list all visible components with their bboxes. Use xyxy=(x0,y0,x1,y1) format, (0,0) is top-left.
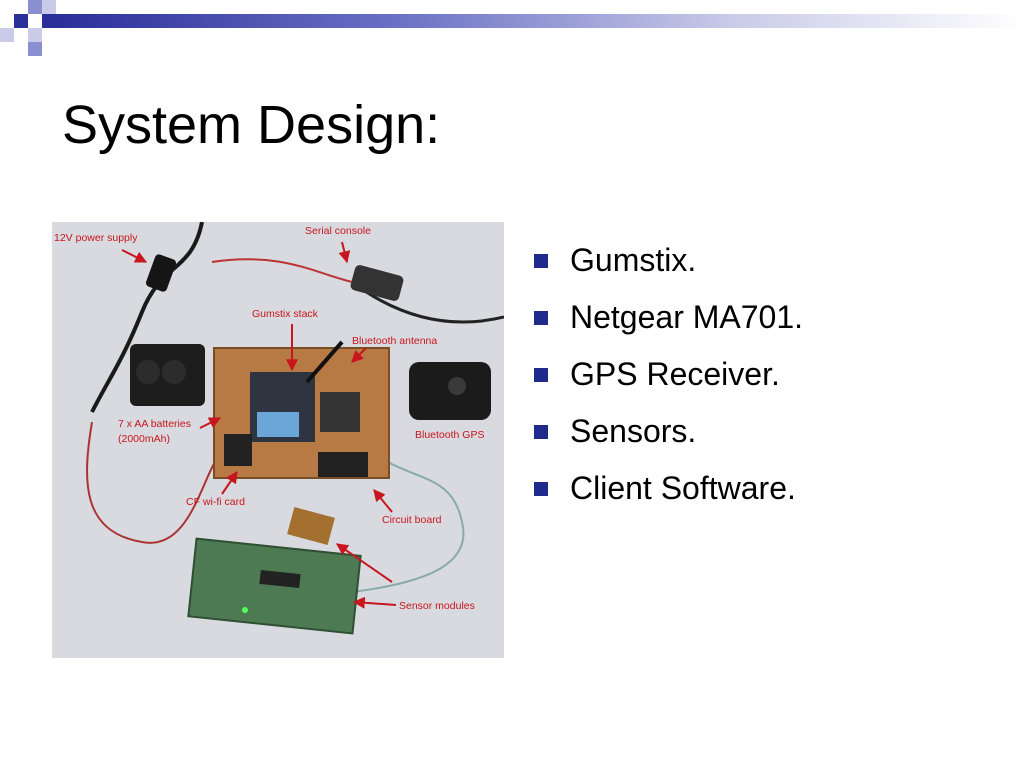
bullet-text: Gumstix. xyxy=(570,242,697,278)
deco-square xyxy=(28,0,42,14)
hardware-photo: 12V power supply Serial console Gumstix … xyxy=(52,222,504,658)
label-bluetooth-gps: Bluetooth GPS xyxy=(415,429,484,441)
deco-square xyxy=(42,14,56,28)
label-batteries-line2: (2000mAh) xyxy=(118,433,170,445)
bullet-item: Sensors. xyxy=(534,403,803,460)
label-circuit-board: Circuit board xyxy=(382,514,442,526)
bullet-item: Netgear MA701. xyxy=(534,289,803,346)
bullet-text: Client Software. xyxy=(570,470,796,506)
deco-square xyxy=(28,42,42,56)
label-cf-wifi-card: CF wi-fi card xyxy=(186,496,245,508)
deco-square xyxy=(0,0,14,14)
bullet-item: Gumstix. xyxy=(534,232,803,289)
square-bullet-icon xyxy=(534,253,548,268)
bullet-list: Gumstix. Netgear MA701. GPS Receiver. Se… xyxy=(534,232,803,517)
deco-square xyxy=(28,28,42,42)
square-bullet-icon xyxy=(534,424,548,439)
deco-square xyxy=(14,14,28,28)
slide-title: System Design: xyxy=(62,95,441,155)
square-bullet-icon xyxy=(534,310,548,325)
square-bullet-icon xyxy=(534,367,548,382)
hardware-illustration: 12V power supply Serial console Gumstix … xyxy=(52,222,504,658)
deco-square xyxy=(14,28,28,42)
label-power-supply: 12V power supply xyxy=(54,232,138,244)
header-gradient-bar xyxy=(56,14,1024,28)
bullet-item: GPS Receiver. xyxy=(534,346,803,403)
bullet-text: GPS Receiver. xyxy=(570,356,780,392)
deco-square xyxy=(0,28,14,42)
deco-square xyxy=(42,0,56,14)
label-serial-console: Serial console xyxy=(305,225,371,237)
bullet-item: Client Software. xyxy=(534,460,803,517)
label-bluetooth-antenna: Bluetooth antenna xyxy=(352,335,437,347)
bullet-text: Sensors. xyxy=(570,413,697,449)
label-gumstix-stack: Gumstix stack xyxy=(252,308,319,320)
label-sensor-modules: Sensor modules xyxy=(399,600,475,612)
header-decoration xyxy=(0,0,1024,64)
bullet-text: Netgear MA701. xyxy=(570,299,804,335)
square-bullet-icon xyxy=(534,481,548,496)
label-batteries-line1: 7 x AA batteries xyxy=(118,418,191,430)
